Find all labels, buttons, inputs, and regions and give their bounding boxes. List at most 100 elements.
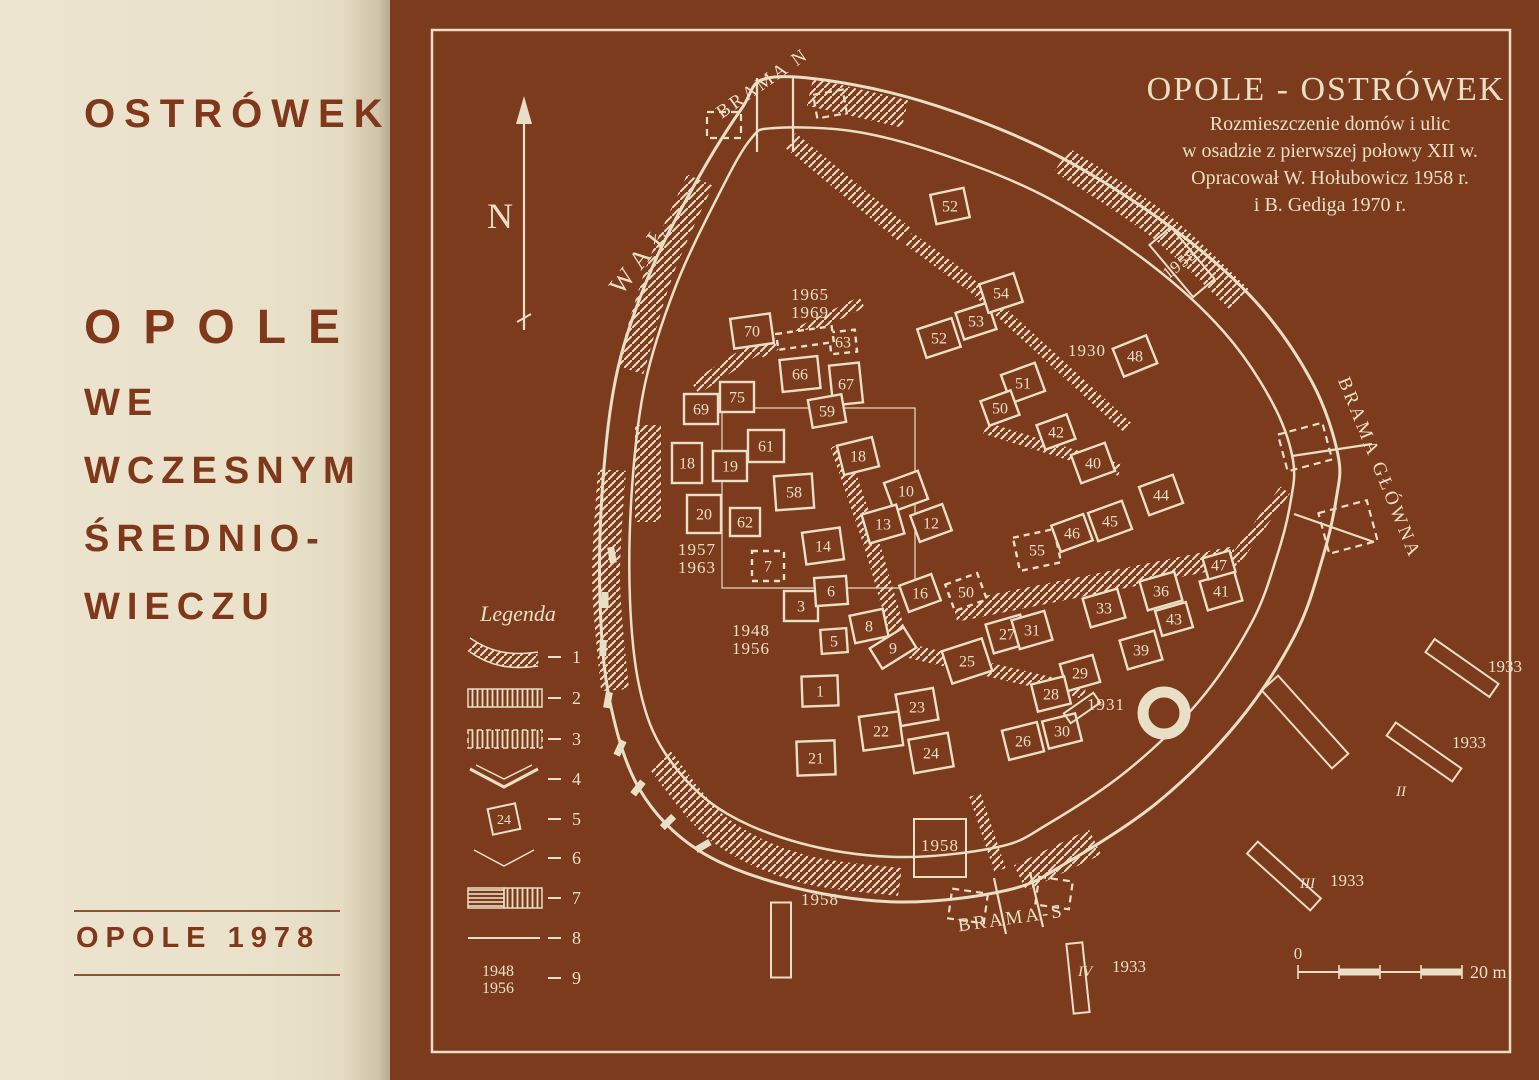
legend-item-number: 7: [572, 888, 581, 908]
house-number: 6: [827, 584, 835, 601]
house-number: 46: [1064, 526, 1080, 543]
house: 23: [894, 686, 940, 728]
year-label: 1958: [921, 836, 959, 855]
plate-frame: [430, 28, 1512, 1054]
year-label: 1958: [801, 890, 839, 909]
legend-item: 8: [468, 928, 581, 948]
house-number: 1: [816, 684, 824, 701]
svg-text:1956: 1956: [732, 639, 770, 658]
street: [784, 133, 911, 242]
svg-text:1957: 1957: [678, 540, 716, 559]
trench: [913, 818, 967, 878]
house-number: 3: [797, 599, 805, 616]
trench-numeral: II: [1395, 784, 1407, 800]
house: 7: [750, 549, 786, 583]
house: 10: [882, 469, 930, 513]
map-subtitle-line: Rozmieszczenie domów i ulic: [1210, 113, 1451, 135]
svg-text:1931: 1931: [1087, 695, 1125, 714]
svg-text:1948: 1948: [732, 621, 770, 640]
house: 19: [711, 449, 749, 483]
house: 3: [782, 589, 820, 623]
house-number: 16: [912, 586, 928, 603]
house-number: 23: [909, 700, 925, 717]
house: 63: [827, 328, 859, 356]
legend-item-number: 3: [572, 729, 581, 749]
house-number: 41: [1213, 584, 1229, 601]
house-number: 7: [764, 559, 772, 576]
trench: [1245, 840, 1323, 912]
house-number: 14: [815, 539, 831, 556]
cover-imprint: OPOLE 1978: [76, 922, 321, 954]
house: 12: [908, 502, 954, 544]
house: 13: [860, 503, 906, 545]
legend-item-number: 5: [572, 809, 581, 829]
house-number: 10: [898, 484, 914, 501]
house-number: 12: [923, 516, 939, 533]
trench: [1424, 637, 1500, 699]
house: 46: [1049, 512, 1095, 554]
trench-year-label: 1933: [1112, 957, 1146, 976]
wall-layer: [598, 75, 1342, 904]
legend-item-number: 2: [572, 688, 581, 708]
house-number: 25: [959, 654, 975, 671]
house: 47: [1201, 549, 1237, 581]
legend-item-number: 1: [572, 647, 581, 667]
legend-item-number: 6: [572, 848, 581, 868]
palisade-tick: [601, 592, 609, 608]
map-title: OPOLE - OSTRÓWEK: [1147, 70, 1506, 108]
cover-title-line-srednio: ŚREDNIO-: [84, 518, 326, 560]
house: 52: [915, 316, 963, 360]
house: 50: [943, 571, 989, 613]
year-label: 1931: [1087, 695, 1125, 714]
house-number: 45: [1102, 514, 1118, 531]
house: 18: [670, 441, 704, 485]
gate-structure: [1033, 875, 1075, 911]
house-number: 33: [1096, 601, 1112, 618]
house: 6: [812, 574, 850, 608]
house-number: 22: [873, 724, 889, 741]
legend-item: 1: [466, 637, 581, 669]
svg-text:1958: 1958: [921, 836, 959, 855]
house-number: 52: [942, 199, 958, 216]
house-number: 44: [1153, 488, 1169, 505]
house-number: 29: [1072, 666, 1088, 683]
legend-item: 7: [467, 887, 581, 909]
trench-year-label: 1933: [1488, 657, 1522, 676]
house: [774, 324, 836, 352]
cover-title-line-we: WE: [84, 382, 160, 424]
house-number: 55: [1029, 543, 1045, 560]
house-number: 75: [729, 390, 745, 407]
house-number: 48: [1127, 349, 1143, 366]
house-number: 54: [993, 286, 1009, 303]
svg-text:1958: 1958: [801, 890, 839, 909]
street: [953, 546, 1237, 622]
house: 41: [1198, 570, 1244, 612]
house: 24: [906, 731, 956, 775]
trench: [770, 901, 792, 979]
house-number: 9: [889, 641, 897, 658]
gate-structure: [705, 110, 743, 140]
house-number: 26: [1015, 734, 1031, 751]
house-number: 62: [737, 515, 753, 532]
house-number: 59: [819, 404, 835, 421]
cover-title-opole: OPOLE: [84, 301, 363, 354]
palisade-tick: [603, 691, 613, 709]
scale-max-label: 20 m: [1470, 962, 1507, 982]
svg-text:1956: 1956: [482, 980, 514, 997]
legend-item-number: 9: [572, 968, 581, 988]
svg-text:1965: 1965: [791, 285, 829, 304]
house: 26: [1000, 720, 1046, 762]
house-number: 27: [999, 627, 1015, 644]
map-subtitle-line: i B. Gediga 1970 r.: [1254, 194, 1406, 216]
house: 44: [1137, 473, 1185, 517]
wall-inner: [628, 126, 1296, 859]
imprint-rule-bottom: [74, 974, 340, 976]
house-number: 50: [958, 585, 974, 602]
palisade-tick: [607, 546, 617, 564]
house-number: 40: [1085, 456, 1101, 473]
legend-item-number: 4: [572, 769, 581, 789]
